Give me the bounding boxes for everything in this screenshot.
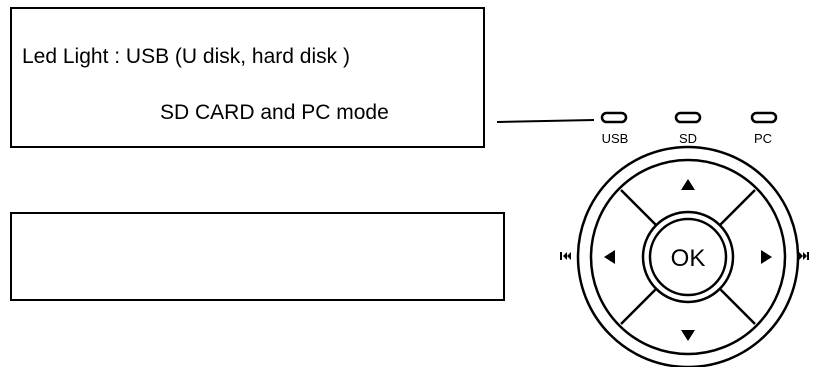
right-arrow-icon[interactable] xyxy=(761,250,772,264)
usb-label: USB xyxy=(602,131,629,146)
up-arrow-icon[interactable] xyxy=(681,179,695,190)
led-light-callout-box: Led Light : USB (U disk, hard disk ) SD … xyxy=(10,7,485,148)
dpad-inner-ring xyxy=(589,158,787,356)
skip-next-icon[interactable] xyxy=(799,252,809,260)
skip-previous-icon[interactable] xyxy=(560,252,571,260)
sd-led-icon xyxy=(674,111,702,124)
pc-label: PC xyxy=(754,131,772,146)
ok-button[interactable]: OK xyxy=(641,210,735,304)
down-arrow-icon[interactable] xyxy=(681,330,695,341)
led-indicator-pc: PC xyxy=(750,111,778,146)
empty-callout-box xyxy=(10,212,505,301)
led-indicator-sd: SD xyxy=(674,111,702,146)
dpad[interactable]: OK xyxy=(576,145,800,367)
pc-led-icon xyxy=(750,111,778,124)
usb-led-icon xyxy=(600,111,628,124)
callout-connector-line xyxy=(496,119,595,123)
sd-label: SD xyxy=(679,131,697,146)
ok-label: OK xyxy=(671,245,706,272)
led-indicator-usb: USB xyxy=(600,111,629,146)
left-arrow-icon[interactable] xyxy=(604,250,615,264)
led-light-modes: SD CARD and PC mode xyxy=(160,101,389,124)
led-light-description: Led Light : USB (U disk, hard disk ) xyxy=(22,45,350,68)
